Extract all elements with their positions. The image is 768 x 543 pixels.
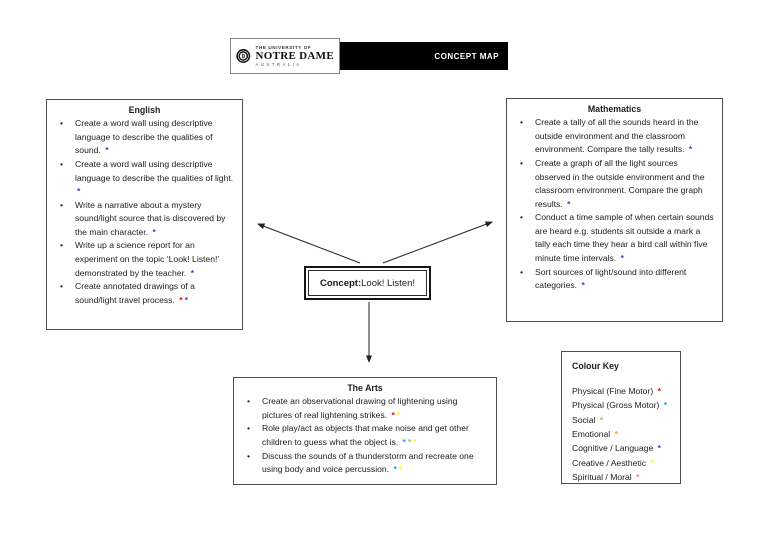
activity-item: Create an observational drawing of light… <box>242 395 488 422</box>
star-marker-blue: * <box>567 198 571 209</box>
page-title: CONCEPT MAP <box>434 51 499 61</box>
star-marker-blue: * <box>190 267 195 278</box>
activity-item: Write up a science report for an experim… <box>55 239 234 280</box>
star-marker-red: * <box>391 409 395 420</box>
arrow-to-english <box>257 223 361 264</box>
logo-line-australia: AUSTRALIA <box>255 62 302 68</box>
english-box: English Create a word wall using descrip… <box>46 99 243 330</box>
activity-item: Create a tally of all the sounds heard i… <box>515 116 714 157</box>
activity-item: Create a word wall using descriptive lan… <box>55 158 234 199</box>
university-logo: THE UNIVERSITY OF NOTRE DAME AUSTRALIA <box>230 38 340 74</box>
star-marker-blue: * <box>77 186 81 197</box>
colour-key-entry: Physical (Fine Motor) * <box>572 386 661 397</box>
english-title: English <box>128 105 161 115</box>
activity-item: Create annotated drawings of a sound/lig… <box>55 280 234 307</box>
document-title-bar: CONCEPT MAP <box>340 42 508 70</box>
star-marker-green: * <box>407 436 412 447</box>
colour-key-entry: Social * <box>572 414 604 425</box>
star-marker-yellow: * <box>413 436 417 447</box>
star-marker-blue: * <box>184 294 188 305</box>
star-marker-blue: * <box>620 252 624 263</box>
star-marker-cyan: * <box>393 464 397 475</box>
star-marker-blue: * <box>688 144 693 155</box>
arts-activity-list: Create an observational drawing of light… <box>242 395 488 476</box>
star-marker-blue: * <box>581 280 585 291</box>
colour-key-title: Colour Key <box>572 361 619 371</box>
star-marker-cyan: * <box>663 400 668 411</box>
mathematics-activity-list: Create a tally of all the sounds heard i… <box>515 116 714 293</box>
notre-dame-emblem-icon <box>236 49 251 63</box>
arts-box: The Arts Create an observational drawing… <box>233 377 497 485</box>
star-marker-green: * <box>599 414 604 425</box>
english-activity-list: Create a word wall using descriptive lan… <box>55 117 234 307</box>
activity-item: Sort sources of light/sound into differe… <box>515 266 714 293</box>
colour-key-list: Physical (Fine Motor) * Physical (Gross M… <box>572 384 670 484</box>
star-marker-yellow: * <box>650 457 654 468</box>
activity-item: Create a graph of all the light sources … <box>515 157 714 211</box>
colour-key-entry: Emotional * <box>572 428 618 439</box>
activity-item: Discuss the sounds of a thunderstorm and… <box>242 450 488 477</box>
star-marker-blue: * <box>105 145 109 156</box>
logo-line-notre-dame: NOTRE DAME <box>255 49 334 62</box>
activity-item: Create a word wall using descriptive lan… <box>55 117 234 158</box>
concept-node-inner: Concept: Look! Listen! <box>308 270 427 296</box>
activity-item: Role play/act as objects that make noise… <box>242 422 488 449</box>
star-marker-blue: * <box>152 226 156 237</box>
star-marker-red: * <box>657 386 661 397</box>
concept-label: Concept: <box>319 277 362 289</box>
star-marker-orange: * <box>614 428 618 439</box>
colour-key-entry: Cognitive / Language * <box>572 443 661 454</box>
logo-line-university: THE UNIVERSITY OF <box>255 44 312 50</box>
star-marker-red: * <box>179 294 183 305</box>
concept-node: Concept: Look! Listen! <box>304 266 431 300</box>
activity-item: Write a narrative about a mystery sound/… <box>55 199 234 240</box>
activity-item: Conduct a time sample of when certain so… <box>515 211 714 265</box>
star-marker-pink: * <box>636 471 640 482</box>
arts-title: The Arts <box>347 383 383 393</box>
mathematics-title: Mathematics <box>587 104 642 114</box>
star-marker-yellow: * <box>396 409 401 420</box>
colour-key-entry: Physical (Gross Motor) * <box>572 400 668 411</box>
concept-text: Look! Listen! <box>361 277 416 289</box>
star-marker-blue: * <box>657 443 661 454</box>
star-marker-cyan: * <box>402 436 406 447</box>
star-marker-yellow: * <box>398 464 403 475</box>
colour-key-box: Colour Key Physical (Fine Motor) *Physic… <box>561 351 681 484</box>
logo-text: THE UNIVERSITY OF NOTRE DAME AUSTRALIA <box>256 45 334 68</box>
arrow-to-mathematics <box>382 221 493 264</box>
mathematics-box: Mathematics Create a tally of all the so… <box>506 98 723 322</box>
colour-key-entry: Spiritual / Moral * <box>572 471 640 482</box>
colour-key-entry: Creative / Aesthetic * <box>572 457 654 468</box>
